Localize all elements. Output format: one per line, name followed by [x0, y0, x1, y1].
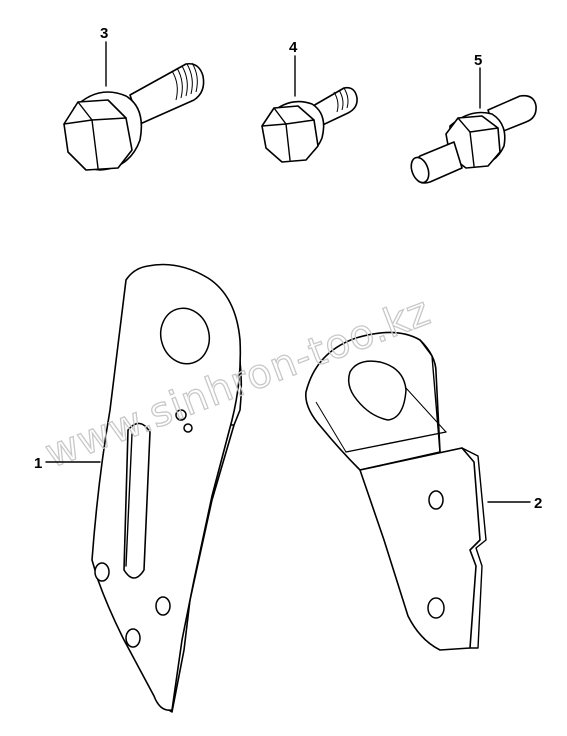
callout-3: 3: [100, 25, 108, 42]
callout-5: 5: [474, 52, 482, 69]
bracket-2: [305, 331, 487, 651]
stud-5: [410, 94, 537, 184]
callout-2: 2: [534, 495, 542, 512]
leader-lines: [45, 41, 531, 503]
callout-4: 4: [289, 39, 298, 56]
bolt-4: [261, 86, 358, 163]
bolt-3: [63, 62, 205, 171]
bracket-1: [91, 263, 243, 713]
callout-1: 1: [34, 455, 42, 472]
